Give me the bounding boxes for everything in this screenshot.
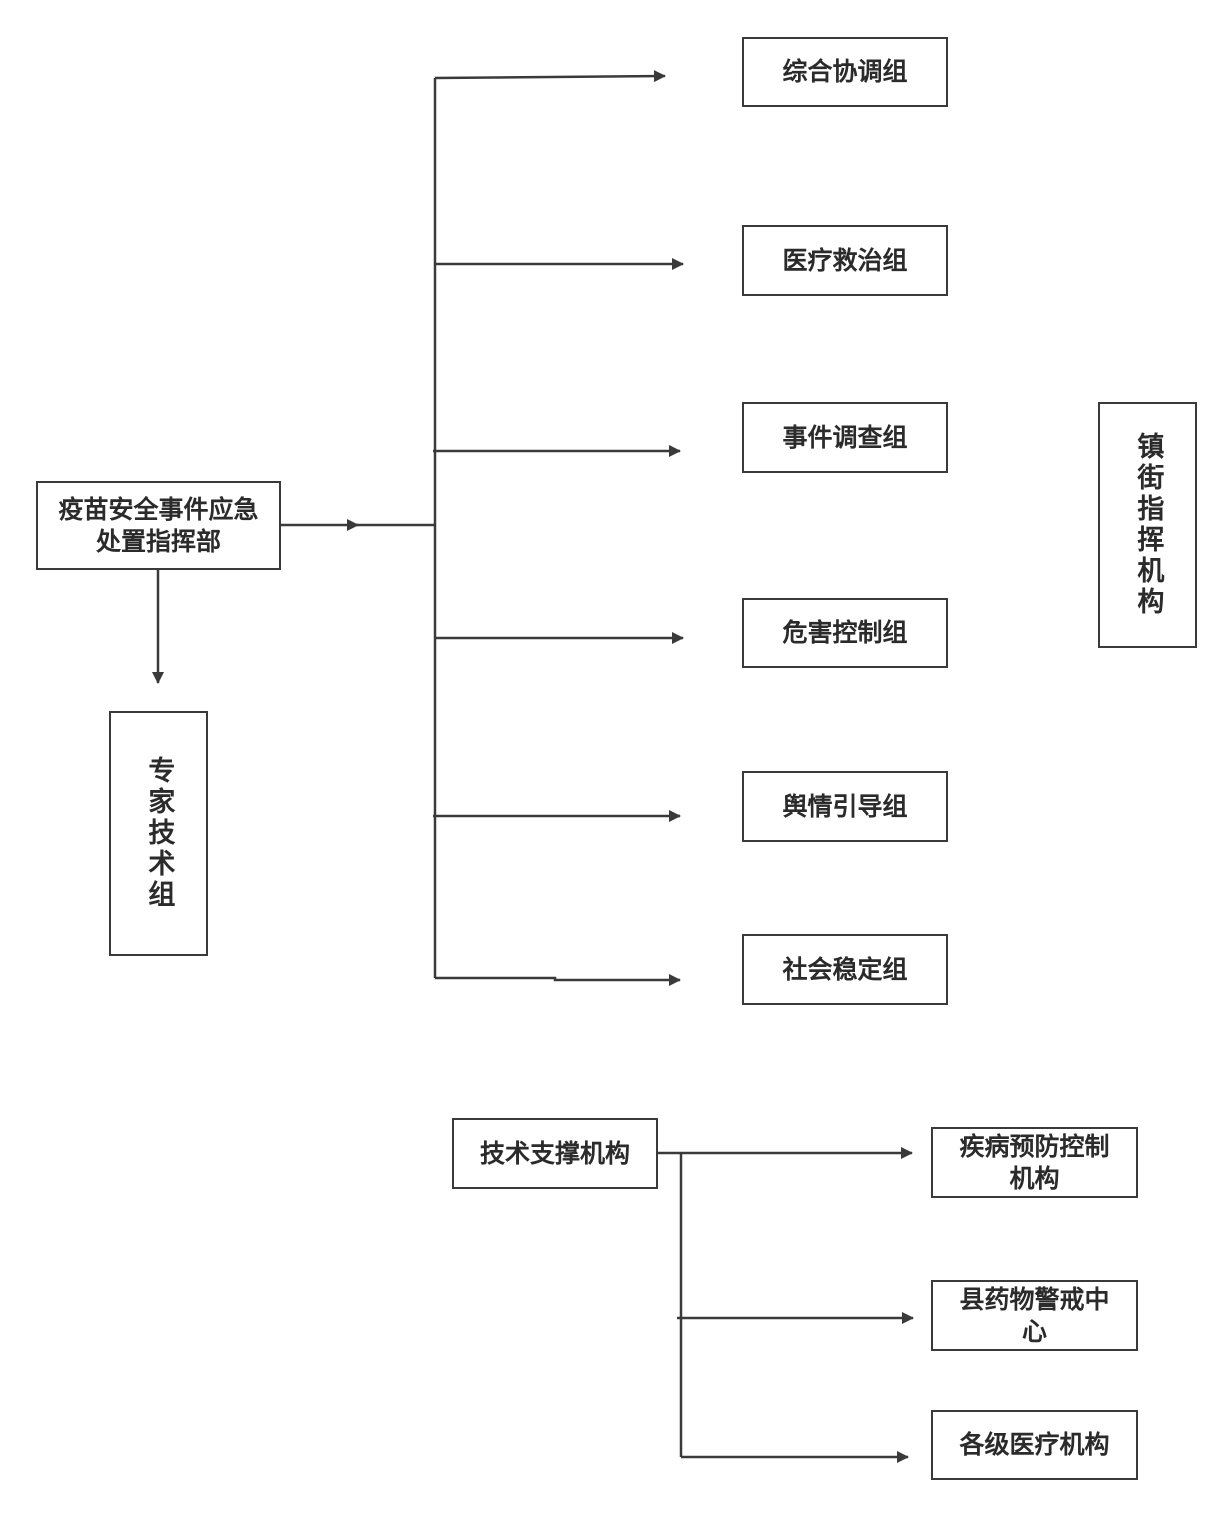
group-box-3: 事件调查组: [742, 402, 948, 473]
support-unit-box-3: 各级医疗机构: [931, 1410, 1138, 1480]
group-label-5: 舆情引导组: [782, 791, 908, 821]
group-box-4: 危害控制组: [742, 598, 948, 668]
support-unit-label-1: 疾病预防控制机构: [959, 1132, 1110, 1193]
support-unit-label-2: 县药物警戒中心: [959, 1285, 1110, 1346]
tech-support-label: 技术支撑机构: [479, 1138, 630, 1168]
group-label-2: 医疗救治组: [782, 245, 908, 275]
group-box-2: 医疗救治组: [742, 225, 948, 296]
group-box-5: 舆情引导组: [742, 771, 948, 842]
group-box-1: 综合协调组: [742, 37, 948, 107]
branch-arrow-6: [435, 974, 681, 986]
expert-group-label: 专家技术组: [143, 756, 175, 911]
support-unit-box-2: 县药物警戒中心: [931, 1280, 1138, 1351]
group-label-4: 危害控制组: [782, 618, 908, 648]
support-unit-box-1: 疾病预防控制机构: [931, 1127, 1138, 1198]
command-hq-box: 疫苗安全事件应急处置指挥部: [36, 481, 281, 570]
group-label-6: 社会稳定组: [782, 954, 908, 984]
group-box-6: 社会稳定组: [742, 934, 948, 1005]
group-label-3: 事件调查组: [782, 422, 908, 452]
branch-arrow-1: [434, 70, 666, 83]
tech-support-box: 技术支撑机构: [452, 1118, 658, 1189]
town-agency-box: 镇街指挥机构: [1098, 402, 1197, 648]
town-agency-label: 镇街指挥机构: [1132, 432, 1164, 618]
group-label-1: 综合协调组: [782, 57, 908, 87]
expert-group-box: 专家技术组: [109, 711, 208, 956]
command-hq-label: 疫苗安全事件应急处置指挥部: [58, 495, 259, 556]
support-unit-label-3: 各级医疗机构: [959, 1430, 1110, 1460]
